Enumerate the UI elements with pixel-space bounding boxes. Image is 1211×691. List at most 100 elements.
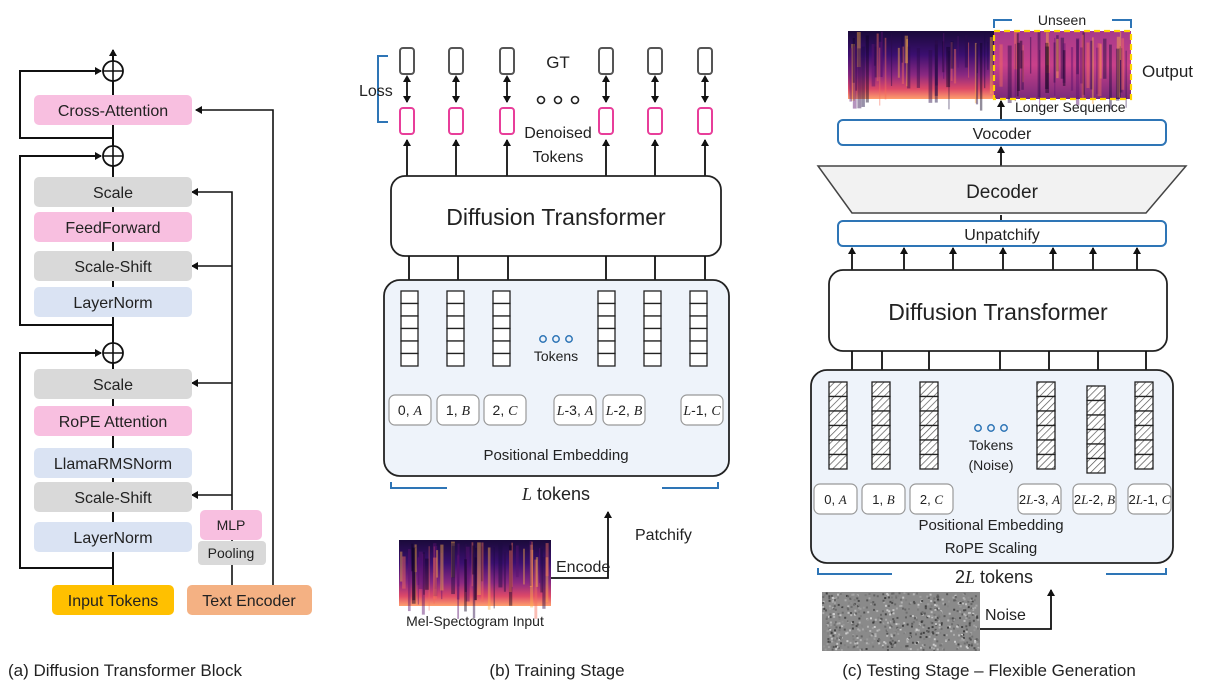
token-stack (492, 290, 511, 367)
scale-shift-block-bottom: Scale-Shift (34, 482, 192, 512)
scale-block-bottom: Scale (34, 369, 192, 399)
ellipsis-dots (536, 95, 580, 105)
caption-c: (c) Testing Stage – Flexible Generation (842, 661, 1136, 680)
svg-text:FeedForward: FeedForward (65, 220, 160, 237)
token-stack (689, 290, 708, 367)
dit-output-arrows (403, 139, 709, 176)
noise-token-stack (919, 381, 939, 470)
svg-text:Decoder: Decoder (966, 182, 1038, 203)
encode-label: Encode (556, 559, 610, 576)
position-box: 0, A (388, 394, 432, 426)
rope-attention-block: RoPE Attention (34, 406, 192, 436)
svg-text:Scale: Scale (93, 377, 133, 394)
token-stack (446, 290, 465, 367)
position-box: L-1, C (680, 394, 724, 426)
position-box: 2, C (483, 394, 527, 426)
input-tokens-block: Input Tokens (52, 585, 174, 615)
caption-a: (a) Diffusion Transformer Block (8, 661, 242, 680)
svg-text:1, B: 1, B (446, 402, 471, 419)
svg-text:MLP: MLP (217, 517, 246, 533)
position-boxes-b: 0, A 1, B 2, C L-3, A L-2, B L-1, C (388, 394, 724, 426)
position-box: 1, B (436, 394, 480, 426)
add-circle-bottom (102, 342, 124, 364)
unpatchify-block: Unpatchify (837, 220, 1167, 247)
position-box: 2L-1, C (1127, 483, 1172, 515)
panel-a: Cross-Attention Scale FeedForward Scale-… (8, 49, 312, 680)
output-label: Output (1142, 62, 1193, 81)
svg-text:L-1, C: L-1, C (682, 402, 721, 419)
tokens-label-c: Tokens (969, 437, 1013, 453)
svg-text:2L-1, C: 2L-1, C (1129, 492, 1171, 507)
svg-text:Cross-Attention: Cross-Attention (58, 103, 168, 120)
rope-scaling-label: RoPE Scaling (945, 540, 1038, 557)
svg-text:Scale-Shift: Scale-Shift (74, 259, 152, 276)
svg-text:Pooling: Pooling (208, 545, 255, 561)
position-box: L-2, B (602, 394, 646, 426)
svg-text:0, A: 0, A (398, 402, 423, 419)
positional-embedding-label-c: Positional Embedding (918, 517, 1063, 534)
denoised-label-line1: Denoised (524, 125, 592, 142)
caption-b: (b) Training Stage (489, 661, 624, 680)
noise-token-stack (1086, 385, 1106, 474)
tokens-dots-b (539, 335, 573, 343)
feedforward-block: FeedForward (34, 212, 192, 242)
noise-token-stack (828, 381, 848, 470)
patchify-label: Patchify (635, 527, 692, 544)
svg-text:L-2, B: L-2, B (605, 402, 643, 419)
loss-double-arrows (403, 75, 709, 103)
svg-text:0, A: 0, A (824, 492, 846, 507)
svg-text:LayerNorm: LayerNorm (73, 295, 152, 312)
position-box: 0, A (813, 483, 858, 515)
gt-label: GT (546, 53, 570, 72)
noise-token-stack (871, 381, 891, 470)
position-box: 2L-2, B (1072, 483, 1117, 515)
token-stacks-c (828, 381, 1154, 474)
gt-boxes (399, 47, 713, 75)
svg-text:Diffusion Transformer: Diffusion Transformer (446, 204, 666, 230)
token-connectors-b (408, 256, 706, 280)
vocoder-block: Vocoder (837, 119, 1167, 146)
noise-token-stack (1134, 381, 1154, 470)
token-stacks-b (400, 290, 708, 367)
token-connectors-c (851, 351, 1147, 370)
position-box: 2L-3, A (1017, 483, 1062, 515)
svg-text:2, C: 2, C (920, 492, 943, 507)
position-boxes-c: 0, A 1, B 2, C 2L-3, A 2L-2, B 2L-1, C (813, 483, 1172, 515)
svg-text:Diffusion Transformer: Diffusion Transformer (888, 299, 1108, 325)
tokens-label-b: Tokens (534, 348, 578, 364)
add-circle-mid (102, 145, 124, 167)
tokens-dots-c (974, 424, 1008, 432)
cross-attention-block: Cross-Attention (34, 95, 192, 125)
loss-label: Loss (359, 83, 393, 100)
diffusion-transformer-block-c: Diffusion Transformer (828, 269, 1168, 352)
mel-input-label: Mel-Spectogram Input (406, 613, 544, 629)
mel-spectrogram-input-image (399, 540, 551, 619)
svg-text:Input Tokens: Input Tokens (68, 593, 158, 610)
denoised-token-boxes (399, 107, 713, 135)
token-stack (597, 290, 616, 367)
token-stack (643, 290, 662, 367)
add-circle-top (102, 60, 124, 82)
svg-text:LlamaRMSNorm: LlamaRMSNorm (54, 456, 172, 473)
denoised-label-line2: Tokens (533, 149, 584, 166)
mlp-block: MLP (200, 510, 262, 540)
svg-text:2L-2, B: 2L-2, B (1074, 492, 1115, 507)
svg-text:1, B: 1, B (872, 492, 894, 507)
unpatchify-input-arrows (848, 247, 1141, 270)
layernorm-block-top: LayerNorm (34, 287, 192, 317)
svg-text:L-3, A: L-3, A (556, 402, 594, 419)
svg-text:RoPE Attention: RoPE Attention (59, 414, 168, 431)
panel-b: GT Loss Denoised Tokens (359, 47, 730, 680)
svg-text:Vocoder: Vocoder (973, 126, 1032, 143)
noise-image (822, 592, 980, 651)
svg-text:LayerNorm: LayerNorm (73, 530, 152, 547)
svg-text:2, C: 2, C (493, 402, 519, 419)
diffusion-transformer-block-b: Diffusion Transformer (390, 175, 722, 257)
noise-label: Noise (985, 607, 1026, 624)
decoder-block: Decoder (816, 165, 1188, 214)
